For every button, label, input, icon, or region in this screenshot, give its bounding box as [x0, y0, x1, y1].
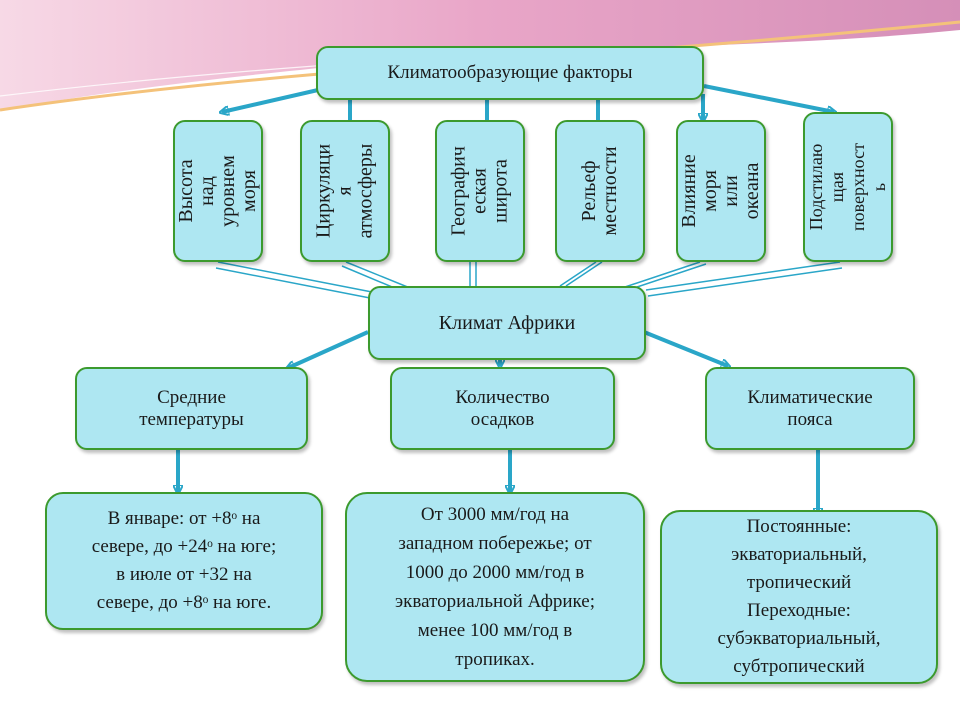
factor-circulation-label: Циркуляци я атмосферы: [312, 143, 377, 239]
detail-temperature: В январе: от +8ᵒ на севере, до +24ᵒ на ю…: [45, 492, 323, 630]
category-temperature-label: Средние температуры: [139, 386, 244, 430]
arrow-center-cat1: [288, 330, 369, 368]
factor-latitude-label: Географич еская широта: [447, 146, 512, 236]
factor-latitude: Географич еская широта: [435, 120, 525, 262]
root-label: Климатообразующие факторы: [387, 62, 633, 83]
factor-relief: Рельеф местности: [555, 120, 645, 262]
link-factor6-center: [645, 261, 843, 297]
factor-circulation: Циркуляци я атмосферы: [300, 120, 390, 262]
detail-precipitation-text: От 3000 мм/год на западном побережье; от…: [394, 504, 596, 670]
arrow-root-factor1: [222, 88, 319, 112]
category-precipitation: Количество осадков: [390, 367, 615, 450]
link-factor4-center: [559, 261, 603, 287]
detail-temperature-text: В январе: от +8ᵒ на севере, до +24ᵒ на ю…: [91, 508, 277, 613]
factor-ocean-label: Влияние моря или океана: [678, 154, 763, 228]
center-node: Климат Африки: [368, 286, 646, 360]
link-factor5-center: [621, 261, 707, 291]
root-node: Климатообразующие факторы: [316, 46, 704, 100]
link-factor3-center: [469, 262, 477, 286]
factor-surface: Подстилаю щая поверхност ь: [803, 112, 893, 262]
category-precipitation-label: Количество осадков: [455, 386, 550, 430]
factor-surface-label: Подстилаю щая поверхност ь: [806, 143, 889, 231]
factor-altitude: Высота над уровнем моря: [173, 120, 263, 262]
detail-zones-text: Постоянные: экваториальный, тропический …: [717, 516, 881, 677]
link-factor1-center: [215, 261, 373, 299]
detail-precipitation: От 3000 мм/год на западном побережье; от…: [345, 492, 645, 682]
category-zones: Климатические пояса: [705, 367, 915, 450]
category-zones-label: Климатические пояса: [747, 386, 873, 430]
arrow-center-cat3: [643, 330, 728, 366]
arrow-root-factor6: [703, 84, 834, 112]
center-label: Климат Африки: [438, 311, 576, 334]
factor-relief-label: Рельеф местности: [578, 146, 621, 236]
factor-altitude-label: Высота над уровнем моря: [175, 155, 260, 227]
detail-zones: Постоянные: экваториальный, тропический …: [660, 510, 938, 684]
category-temperature: Средние температуры: [75, 367, 308, 450]
factor-ocean: Влияние моря или океана: [676, 120, 766, 262]
